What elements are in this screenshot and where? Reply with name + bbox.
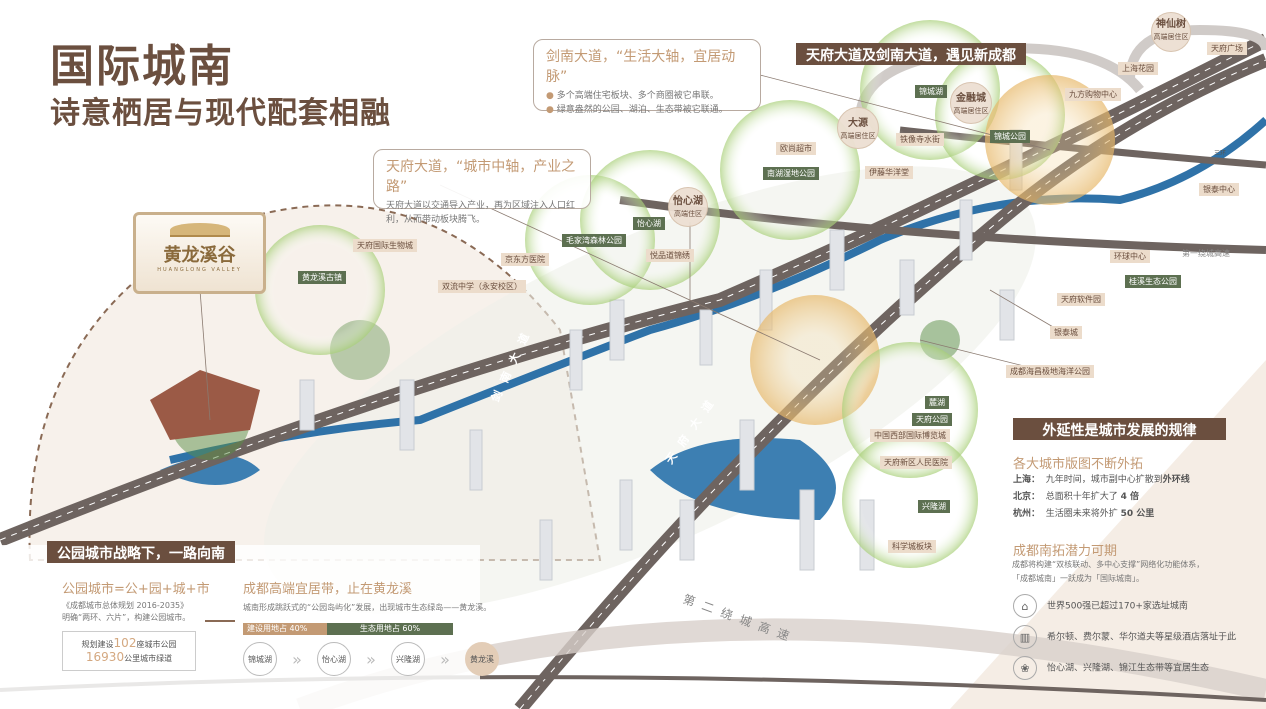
map-label: 南湖湿地公园 bbox=[763, 167, 819, 180]
map-label: 环球中心 bbox=[1110, 250, 1150, 263]
city-list: 上海： 九年时间，城市副中心扩散到外环线 北京： 总面积十年扩大了 4 倍 杭州… bbox=[1013, 472, 1190, 523]
arrow-icon bbox=[205, 620, 235, 622]
city-row: 杭州： 生活圈未来将外扩 50 公里 bbox=[1013, 509, 1155, 519]
map-label: 双流中学（永安校区） bbox=[438, 280, 526, 293]
highlight-list: ⌂世界500强已超过170+家选址城南 ▥希尔顿、费尔蒙、华尔道夫等星级酒店落址… bbox=[1013, 594, 1236, 687]
step-huanglongxi: 黄龙溪 bbox=[465, 642, 499, 676]
parks-count: 102 bbox=[113, 636, 137, 650]
tianfu-callout-title: 天府大道，“城市中轴，产业之路” bbox=[386, 159, 576, 195]
house-icon: ⌂ bbox=[1013, 594, 1037, 618]
map-label: 银泰城 bbox=[1050, 326, 1082, 339]
step-xinglonghu: 兴隆湖 bbox=[391, 642, 425, 676]
land-use-bar: 建设用地占 40% 生态用地占 60% bbox=[243, 623, 453, 635]
highlight-item: ▥希尔顿、费尔蒙、华尔道夫等星级酒店落址于此 bbox=[1013, 625, 1236, 649]
ring3-road-label: 三环 bbox=[1214, 150, 1227, 157]
map-label: 铁像寺水街 bbox=[896, 133, 944, 146]
map-label: 成都海昌极地海洋公园 bbox=[1006, 365, 1094, 378]
map-label: 中国西部国际博览城 bbox=[870, 429, 950, 442]
map-label: 悦品道锦绣 bbox=[646, 249, 694, 262]
chengdu-heading: 成都南拓潜力可期 bbox=[1013, 544, 1118, 559]
map-label: 锦城公园 bbox=[990, 130, 1030, 143]
map-label: 天府软件园 bbox=[1057, 293, 1105, 306]
jiannan-bullet: ● 绿意盎然的公园、湖泊、生态带被它联通。 bbox=[546, 105, 728, 115]
right-banner: 外延性是城市发展的规律 bbox=[1013, 418, 1226, 440]
formula-text: 《成都城市总体规划 2016-2035》明确“两环、六片”，构建公园城市。 bbox=[62, 601, 191, 622]
map-label: 京东方医院 bbox=[501, 253, 549, 266]
logo-tagline: HUANGLONG VALLEY bbox=[157, 267, 242, 273]
district-badge: 怡心湖高端住区 bbox=[668, 187, 708, 227]
page-title: 国际城南 bbox=[50, 41, 234, 92]
ring1-road-label: 第一绕城高速 bbox=[1182, 249, 1230, 258]
formula-heading: 公园城市=公+园+城+市 bbox=[62, 582, 210, 597]
highlight-item: ⌂世界500强已超过170+家选址城南 bbox=[1013, 594, 1236, 618]
jiannan-callout-title: 剑南大道，“生活大轴，宜居动脉” bbox=[546, 49, 736, 85]
map-label: 麓湖 bbox=[925, 396, 949, 409]
step-jinchenghu: 锦城湖 bbox=[243, 642, 277, 676]
logo-name: 黄龙溪谷 bbox=[163, 245, 236, 266]
top-banner: 天府大道及剑南大道，遇见新成都 bbox=[796, 43, 1026, 65]
map-label: 九方购物中心 bbox=[1065, 88, 1121, 101]
jiannan-bullet: ● 多个高端住宅板块、多个商圈被它串联。 bbox=[546, 91, 719, 101]
chevron-right-icon: » bbox=[440, 649, 450, 669]
map-label: 上海花园 bbox=[1118, 62, 1158, 75]
lake-steps: 锦城湖 » 怡心湖 » 兴隆湖 » 黄龙溪 bbox=[243, 642, 499, 676]
map-label: 天府国际生物城 bbox=[353, 239, 417, 252]
map-label: 兴隆湖 bbox=[918, 500, 950, 513]
map-label: 天府新区人民医院 bbox=[880, 456, 952, 469]
map-label: 桂溪生态公园 bbox=[1125, 275, 1181, 288]
greenway-length: 16930 bbox=[85, 650, 125, 664]
highlight-item: ❀怡心湖、兴隆湖、锦江生态带等宜居生态 bbox=[1013, 656, 1236, 680]
map-label: 天府公园 bbox=[912, 413, 952, 426]
jiannan-callout: 剑南大道，“生活大轴，宜居动脉” ● 多个高端住宅板块、多个商圈被它串联。 ● … bbox=[533, 39, 761, 115]
plan-box: 规划建设102座城市公园 16930公里城市绿道 bbox=[62, 631, 196, 671]
tianfu-callout: 天府大道，“城市中轴，产业之路” 天府大道以交通导入产业，再为区域注入人口红利，… bbox=[373, 149, 591, 225]
expansion-heading: 各大城市版图不断外拓 bbox=[1013, 457, 1144, 472]
logo-mountain-icon bbox=[169, 223, 230, 237]
logo-card: 黄龙溪谷 HUANGLONG VALLEY bbox=[133, 212, 266, 294]
district-badge: 神仙树高端居住区 bbox=[1151, 12, 1191, 52]
map-label: 黄龙溪古镇 bbox=[298, 271, 346, 284]
city-row: 上海： 九年时间，城市副中心扩散到外环线 bbox=[1013, 475, 1190, 485]
map-label: 欧尚超市 bbox=[776, 142, 816, 155]
tianfu-callout-text: 天府大道以交通导入产业，再为区域注入人口红利，从而带动板块腾飞。 bbox=[386, 201, 576, 225]
map-label: 怡心湖 bbox=[633, 217, 665, 230]
build-land-segment: 建设用地占 40% bbox=[243, 623, 327, 635]
map-label: 银泰中心 bbox=[1199, 183, 1239, 196]
chevron-right-icon: » bbox=[292, 649, 302, 669]
step-yixinhu: 怡心湖 bbox=[317, 642, 351, 676]
map-label: 伊藤华洋堂 bbox=[865, 166, 913, 179]
city-row: 北京： 总面积十年扩大了 4 倍 bbox=[1013, 492, 1140, 502]
belt-heading: 成都高端宜居带，止在黄龙溪 bbox=[243, 582, 413, 597]
map-label: 锦城湖 bbox=[915, 85, 947, 98]
district-badge: 金融城高端居住区 bbox=[950, 82, 992, 124]
chevron-right-icon: » bbox=[366, 649, 376, 669]
park-city-banner: 公园城市战略下，一路向南 bbox=[47, 541, 235, 563]
river bbox=[169, 117, 1266, 464]
chengdu-text: 成都将构建“双核联动、多中心支撑”网络化功能体系，「成都城南」一跃成为「国际城南… bbox=[1012, 560, 1205, 583]
page-subtitle: 诗意栖居与现代配套相融 bbox=[50, 96, 391, 131]
map-label: 毛家湾森林公园 bbox=[562, 234, 626, 247]
map-label: 天府广场 bbox=[1207, 42, 1247, 55]
district-badge: 大源高端居住区 bbox=[837, 107, 879, 149]
building-icon: ▥ bbox=[1013, 625, 1037, 649]
map-label: 科学城板块 bbox=[888, 540, 936, 553]
leaf-icon: ❀ bbox=[1013, 656, 1037, 680]
belt-text: 城南形成跳跃式的“公园岛屿化”发展，出现城市生态绿岛——黄龙溪。 bbox=[243, 603, 492, 612]
eco-land-segment: 生态用地占 60% bbox=[327, 623, 453, 635]
